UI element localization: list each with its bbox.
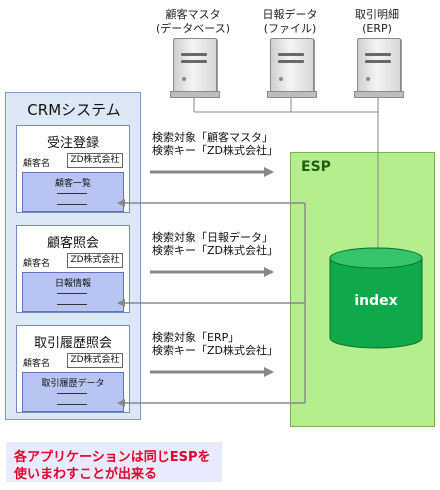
query-key: 検索キー「ZD株式会社」 <box>152 344 279 357</box>
placeholder-line <box>57 393 87 394</box>
server-label-transaction-detail: 取引明細 (ERP) <box>327 8 427 36</box>
query-text: 検索対象「日報データ」 検索キー「ZD株式会社」 <box>152 231 278 257</box>
panel-title: 取引履歴照会 <box>33 336 112 351</box>
esp-label: ESP <box>301 159 331 175</box>
return-path <box>117 199 306 407</box>
query-key: 検索キー「ZD株式会社」 <box>152 144 279 157</box>
customer-name-label: 顧客名 <box>23 159 51 169</box>
server-label-daily-report: 日報データ (ファイル) <box>240 8 340 36</box>
panel-customer-inquiry: 顧客照会 顧客名 ZD株式会社 日報情報 <box>16 225 130 313</box>
server-icon <box>354 38 404 98</box>
server-type: (ファイル) <box>263 22 317 35</box>
query-target: 検索対象「顧客マスタ」 <box>152 131 273 144</box>
placeholder-line <box>57 293 87 294</box>
customer-name-label: 顧客名 <box>23 359 51 369</box>
query-target: 検索対象「日報データ」 <box>152 231 273 244</box>
note-box: 各アプリケーションは同じESPを 使いまわすことが出来る <box>6 442 222 482</box>
placeholder-line <box>57 193 87 194</box>
placeholder-line <box>57 304 87 305</box>
placeholder-line <box>57 404 87 405</box>
server-icon <box>170 38 220 98</box>
note-line: 使いまわすことが出来る <box>14 467 158 482</box>
index-label: index <box>354 293 398 309</box>
placeholder-line <box>57 204 87 205</box>
server-name: 顧客マスタ <box>165 8 221 21</box>
panel-transaction-history: 取引履歴照会 顧客名 ZD株式会社 取引履歴データ <box>16 325 130 413</box>
server-bus <box>193 97 379 248</box>
panel-order-entry: 受注登録 顧客名 ZD株式会社 顧客一覧 <box>16 125 130 213</box>
crm-system-box: CRMシステム 受注登録 顧客名 ZD株式会社 顧客一覧 顧客照会 顧客名 ZD… <box>5 92 141 420</box>
result-title: 取引履歴データ <box>41 379 105 389</box>
index-database-icon <box>329 247 423 349</box>
customer-name-label: 顧客名 <box>23 259 51 269</box>
result-list: 顧客一覧 <box>22 172 124 212</box>
query-target: 検索対象「ERP」 <box>152 331 240 344</box>
query-text: 検索対象「顧客マスタ」 検索キー「ZD株式会社」 <box>152 131 278 157</box>
result-title: 顧客一覧 <box>54 179 91 189</box>
server-name: 日報データ <box>262 8 318 21</box>
customer-name-field[interactable]: ZD株式会社 <box>67 253 123 268</box>
server-icon <box>267 38 317 98</box>
server-type: (ERP) <box>362 22 392 35</box>
query-key: 検索キー「ZD株式会社」 <box>152 244 279 257</box>
server-type: (データベース) <box>155 22 231 35</box>
panel-title: 顧客照会 <box>46 236 99 251</box>
customer-name-field[interactable]: ZD株式会社 <box>67 353 123 368</box>
result-list: 日報情報 <box>22 272 124 312</box>
panel-title: 受注登録 <box>46 136 99 151</box>
result-list: 取引履歴データ <box>22 372 124 412</box>
crm-system-title: CRMシステム <box>27 101 121 119</box>
query-text: 検索対象「ERP」 検索キー「ZD株式会社」 <box>152 331 278 357</box>
server-label-customer-master: 顧客マスタ (データベース) <box>143 8 243 36</box>
server-name: 取引明細 <box>355 8 399 21</box>
customer-name-field[interactable]: ZD株式会社 <box>67 153 123 168</box>
note-line: 各アプリケーションは同じESPを <box>14 450 211 465</box>
result-title: 日報情報 <box>54 279 91 289</box>
